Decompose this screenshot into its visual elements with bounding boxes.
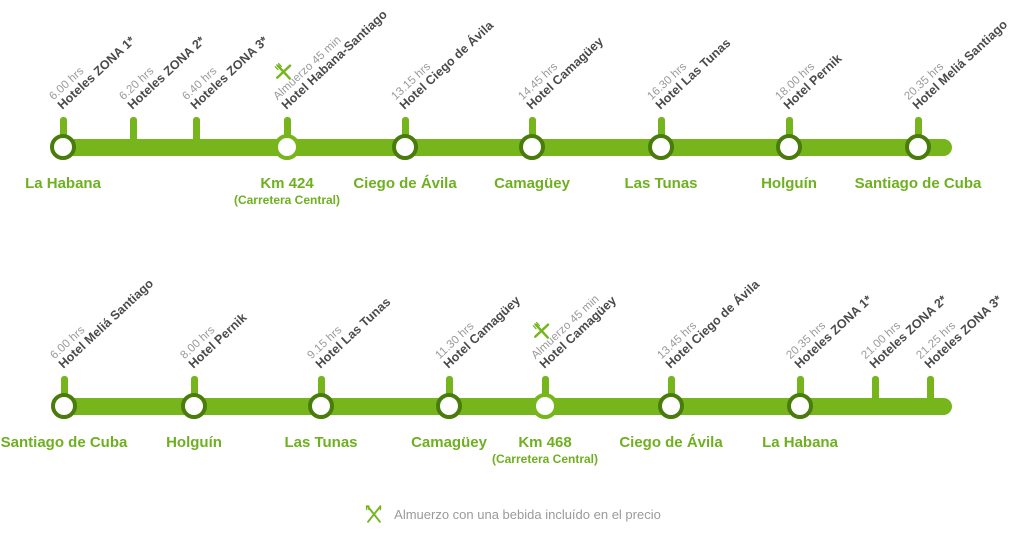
stop-node[interactable] xyxy=(658,393,684,419)
stop-node[interactable] xyxy=(905,134,931,160)
stop-time: 6.00 hrs xyxy=(48,324,88,362)
stop-time: 13.15 hrs xyxy=(389,60,434,103)
stop-name: Santiago de Cuba xyxy=(828,175,1008,193)
stop-hotel: Hotel Meliá Santiago xyxy=(910,17,1011,113)
stop-stem xyxy=(59,117,67,137)
stop-stem xyxy=(60,376,68,396)
stop-name-main: La Habana xyxy=(762,434,838,451)
stop-name-main: Ciego de Ávila xyxy=(353,175,457,192)
stop-name: Santiago de Cuba xyxy=(0,434,154,452)
stop-name: La Habana xyxy=(0,175,153,193)
stop-name: Camagüey xyxy=(359,434,539,452)
stop-time: 13.45 hrs xyxy=(655,319,700,362)
stop-node[interactable] xyxy=(519,134,545,160)
stop-name-sub: (Carretera Central) xyxy=(491,451,599,466)
stop-stem xyxy=(317,376,325,396)
stop-name-main: Holguín xyxy=(166,434,222,451)
stop-stem xyxy=(667,376,675,396)
stop-name: Camagüey xyxy=(442,175,622,193)
stop-stem xyxy=(871,376,879,404)
stop-stem xyxy=(528,117,536,137)
stop-name: Ciego de Ávila xyxy=(315,175,495,193)
stop-node[interactable] xyxy=(392,134,418,160)
stop-name-main: Las Tunas xyxy=(624,175,698,192)
stop-hotel: Hotel Ciego de Ávila xyxy=(663,277,763,372)
stop-name-main: Km 424 xyxy=(260,175,314,192)
stop-stem xyxy=(445,376,453,396)
stop-name-main: Camagüey xyxy=(494,175,570,192)
stop-name: La Habana xyxy=(710,434,890,452)
stop-node[interactable] xyxy=(181,393,207,419)
stop-name: Km 468(Carretera Central) xyxy=(455,434,635,466)
stop-name-sub: (Carretera Central) xyxy=(233,192,341,207)
stop-node[interactable] xyxy=(308,393,334,419)
stop-stem xyxy=(796,376,804,396)
stop-name-main: Ciego de Ávila xyxy=(619,434,723,451)
stop-node[interactable] xyxy=(776,134,802,160)
stop-time: Almuerzo 45 min xyxy=(271,34,344,103)
stop-node[interactable] xyxy=(532,393,558,419)
stop-name-main: Santiago de Cuba xyxy=(0,434,128,451)
stop-name: Las Tunas xyxy=(231,434,411,452)
crossed-fork-knife-icon xyxy=(363,503,385,525)
fork-knife-icon xyxy=(524,313,561,350)
stop-name-main: La Habana xyxy=(25,175,101,192)
stop-name-main: Holguín xyxy=(761,175,817,192)
stop-stem xyxy=(129,117,137,145)
timeline-track xyxy=(64,398,952,415)
stop-stem xyxy=(914,117,922,137)
stop-stem xyxy=(926,376,934,404)
stop-stem xyxy=(785,117,793,137)
legend-label: Almuerzo con una bebida incluído en el p… xyxy=(394,506,661,522)
stop-node[interactable] xyxy=(787,393,813,419)
stop-stem xyxy=(541,376,549,396)
stop-node[interactable] xyxy=(50,134,76,160)
legend: Almuerzo con una bebida incluído en el p… xyxy=(0,503,1024,525)
stop-name: Ciego de Ávila xyxy=(581,434,761,452)
stop-stem xyxy=(192,117,200,145)
stop-name: Las Tunas xyxy=(571,175,751,193)
stop-stem xyxy=(401,117,409,137)
stop-name: Km 424(Carretera Central) xyxy=(197,175,377,207)
stop-name-main: Km 468 xyxy=(518,434,572,451)
stop-node[interactable] xyxy=(436,393,462,419)
stop-name: Holguín xyxy=(104,434,284,452)
stop-name-main: Las Tunas xyxy=(284,434,358,451)
stop-hotel: Hotel Ciego de Ávila xyxy=(397,18,497,113)
stop-stem xyxy=(190,376,198,396)
stop-stem xyxy=(283,117,291,137)
stop-name: Holguín xyxy=(699,175,879,193)
stop-node[interactable] xyxy=(51,393,77,419)
stop-stem xyxy=(657,117,665,137)
stop-node[interactable] xyxy=(274,134,300,160)
stop-name-main: Santiago de Cuba xyxy=(854,175,982,192)
stop-hotel: Hotel Habana-Santiago xyxy=(279,7,391,113)
stop-time: 20.35 hrs xyxy=(902,60,947,103)
stop-node[interactable] xyxy=(648,134,674,160)
stop-hotel: Hotel Meliá Santiago xyxy=(56,276,157,372)
fork-knife-icon xyxy=(266,54,303,91)
stop-name-main: Camagüey xyxy=(411,434,487,451)
